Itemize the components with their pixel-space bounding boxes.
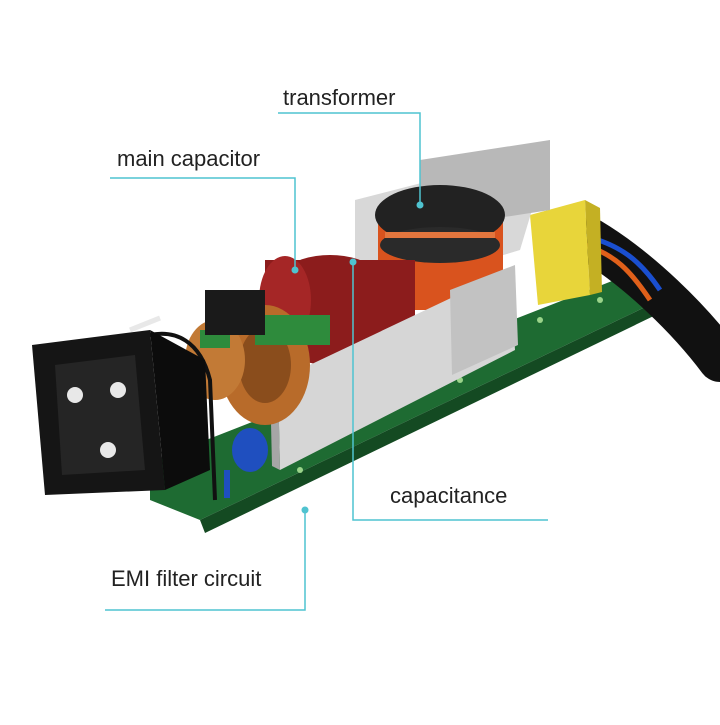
leader-line-emi (105, 510, 306, 611)
front-shield-plate (270, 265, 518, 470)
wire-black (149, 331, 217, 501)
y-capacitor (224, 428, 268, 498)
leader-lines (105, 112, 548, 611)
relay-block (205, 290, 265, 335)
label-capacitance: capacitance (390, 483, 508, 508)
iec-c6-socket-icon (32, 330, 210, 495)
leader-line-transformer (278, 112, 421, 205)
wire-white (129, 315, 161, 333)
leader-line-main-capacitor (110, 177, 296, 270)
label-main-capacitor: main capacitor (117, 146, 261, 171)
label-emi-filter: EMI filter circuit (111, 566, 262, 591)
yellow-capacitor (530, 200, 602, 305)
label-transformer: transformer (283, 85, 396, 110)
leader-line-capacitance (352, 262, 548, 521)
